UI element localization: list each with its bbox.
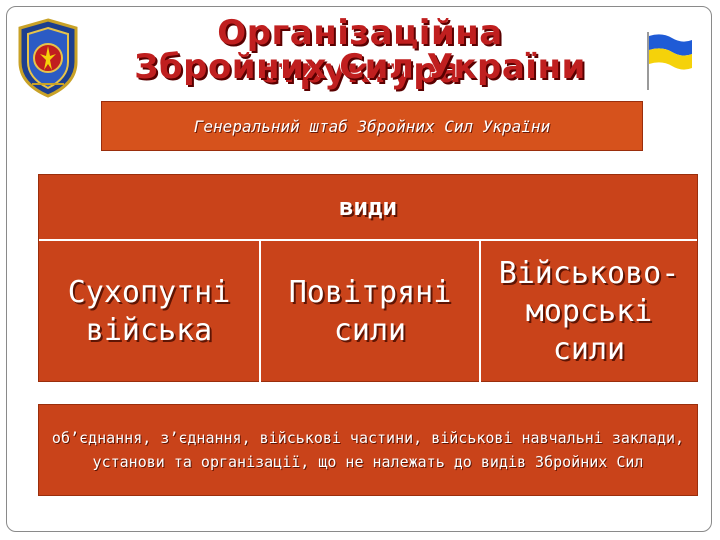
types-header-label: види <box>339 193 397 221</box>
other-units-box: об’єднання, з’єднання, військові частини… <box>38 404 698 496</box>
spacer <box>38 382 698 404</box>
slide-title-line2: Збройних Сил України <box>134 47 586 87</box>
other-units-label: об’єднання, з’єднання, військові частини… <box>51 429 685 471</box>
general-staff-label: Генеральний штаб Збройних Сил України <box>193 116 551 136</box>
types-header: види <box>39 175 697 241</box>
type-ground-forces-label: Сухопутні війська <box>67 275 231 348</box>
armed-forces-emblem-icon <box>18 18 78 98</box>
types-box: види Сухопутні війська Повітряні сили Ві… <box>38 174 698 383</box>
type-air-force-label: Повітряні сили <box>288 275 452 348</box>
type-air-force: Повітряні сили <box>261 241 481 383</box>
general-staff-box: Генеральний штаб Збройних Сил України <box>101 101 643 151</box>
type-navy: Військово- морські сили <box>481 241 697 383</box>
slide-frame <box>6 6 712 532</box>
ukraine-flag-icon <box>647 32 692 90</box>
type-ground-forces: Сухопутні війська <box>39 241 261 383</box>
slide-title-line1: Організаційна структура <box>217 13 503 91</box>
type-navy-label: Військово- морські сили <box>498 256 680 367</box>
